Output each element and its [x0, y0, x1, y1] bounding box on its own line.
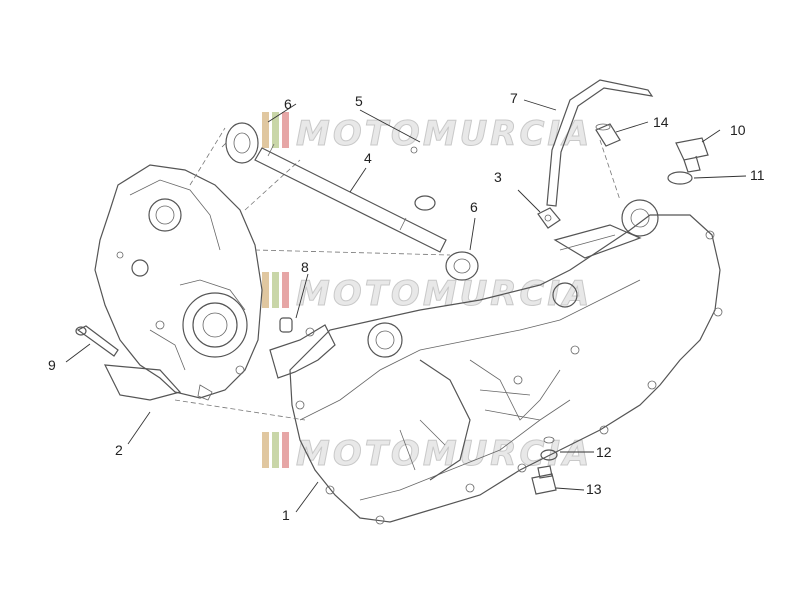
leader-line [693, 175, 747, 179]
circlip-part [410, 146, 436, 211]
leader-line [517, 189, 541, 213]
callout-8: 8 [301, 259, 309, 275]
callout-1: 1 [282, 507, 290, 523]
watermark-top: MOTOMURCIA [262, 112, 592, 155]
leader-line [349, 167, 367, 193]
breather-hose-part [546, 79, 654, 207]
callout-6-upper: 6 [284, 96, 292, 112]
callout-12: 12 [596, 444, 612, 460]
leader-line [295, 481, 319, 513]
watermark-middle: MOTOMURCIA [262, 272, 592, 315]
bearing-part [221, 122, 259, 164]
callout-5: 5 [355, 93, 363, 109]
watermark-text: MOTOMURCIA [296, 114, 592, 154]
alignment-line [174, 399, 306, 421]
shaft-part [254, 143, 447, 253]
leader-line [701, 129, 721, 143]
bearing-part [445, 251, 479, 281]
callout-7: 7 [510, 90, 518, 106]
bolt-part [75, 325, 119, 357]
alignment-line [189, 127, 226, 186]
callout-3: 3 [494, 169, 502, 185]
left-crankcase-half [94, 164, 263, 401]
callout-11: 11 [750, 167, 765, 183]
filler-plug-part [675, 137, 709, 173]
alignment-line [244, 159, 301, 211]
leader-line [469, 217, 476, 251]
drain-bolt-part [531, 465, 557, 495]
callout-6-lower: 6 [470, 199, 478, 215]
washer-part [540, 449, 558, 461]
right-crankcase-half [289, 199, 723, 525]
callout-10: 10 [730, 122, 746, 138]
alignment-line [599, 139, 621, 201]
bracket-part [269, 317, 336, 379]
leader-line [359, 109, 421, 143]
callout-2: 2 [115, 442, 123, 458]
sealing-ring-part [543, 436, 555, 444]
callout-4: 4 [364, 150, 372, 166]
bushing-part [595, 123, 621, 147]
watermark-text: MOTOMURCIA [296, 434, 592, 474]
o-ring-part [667, 171, 693, 185]
alignment-line [254, 249, 451, 256]
watermark-text: MOTOMURCIA [296, 274, 592, 314]
leader-line [127, 411, 151, 445]
leader-line [295, 273, 309, 319]
leader-line [65, 343, 91, 363]
callout-13: 13 [586, 481, 602, 497]
leader-line [615, 121, 649, 133]
callout-14: 14 [653, 114, 669, 130]
hose-fitting-part [537, 207, 561, 229]
leader-line [555, 487, 585, 491]
callout-9: 9 [48, 357, 56, 373]
leader-line [267, 103, 297, 123]
leader-line [523, 99, 557, 111]
